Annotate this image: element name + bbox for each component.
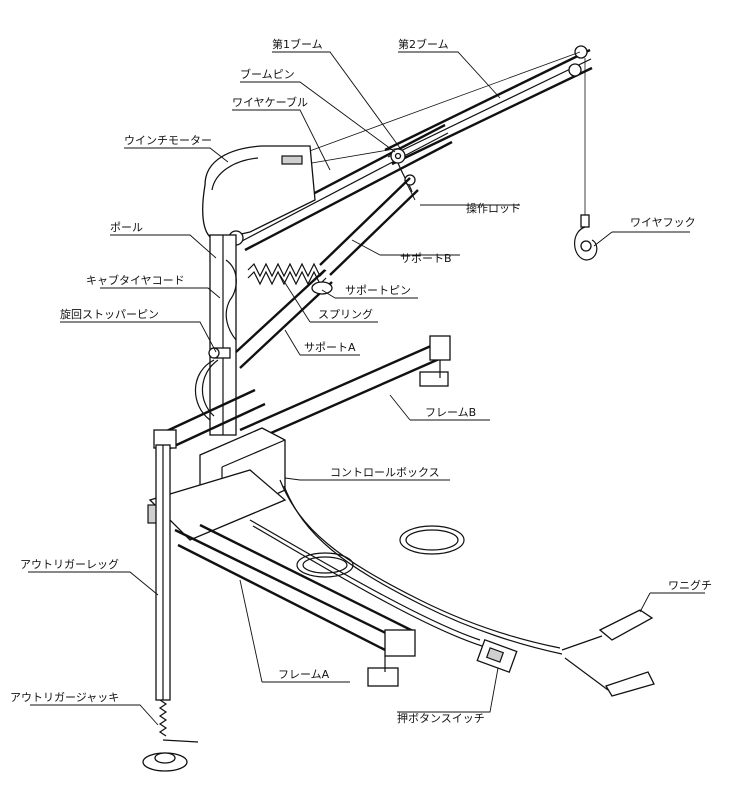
label-spring: スプリング	[318, 307, 373, 321]
label-boom-pin: ブームピン	[240, 67, 295, 81]
label-support-a: サポートA	[304, 341, 356, 354]
label-boom1: 第1ブーム	[272, 37, 323, 51]
label-winch-motor: ウインチモーター	[124, 134, 212, 147]
leader-lines	[28, 51, 705, 726]
frame-b	[239, 335, 451, 446]
label-outrigger-leg: アウトリガーレッグ	[20, 557, 119, 571]
outrigger-jack	[142, 699, 199, 772]
label-wire-hook: ワイヤフック	[630, 216, 696, 229]
support-a	[235, 269, 333, 369]
label-control-box: コントロールボックス	[330, 466, 440, 479]
label-wire-cable: ワイヤケーブル	[232, 95, 308, 109]
label-swivel-stopper-pin: 旋回ストッパーピン	[60, 307, 159, 321]
wire-hook	[574, 58, 598, 261]
label-support-b: サポートB	[400, 252, 452, 265]
label-outrigger-jack: アウトリガージャッキ	[10, 691, 119, 704]
cables	[249, 479, 563, 655]
swivel-stopper-pin	[208, 347, 231, 359]
wire-cable	[284, 51, 581, 166]
outrigger-leg	[155, 444, 171, 701]
crane-drawing	[142, 45, 655, 772]
outrigger-arm	[153, 388, 266, 450]
label-push-button-switch: 押ボタンスイッチ	[397, 711, 485, 725]
push-button-switch	[476, 639, 518, 673]
labels: 第1ブーム 第2ブーム ブームピン ワイヤケーブル ウインチモーター 操作ロッド…	[10, 37, 712, 725]
boom-2	[384, 45, 593, 166]
boom-pin	[390, 148, 406, 164]
label-operation-rod: 操作ロッド	[466, 201, 521, 215]
label-cabtire-cord: キャブタイヤコード	[86, 273, 185, 287]
label-support-pin: サポートピン	[345, 284, 411, 297]
spring	[247, 262, 327, 286]
label-pole: ポール	[110, 221, 143, 234]
support-b	[319, 177, 419, 276]
label-frame-b: フレームB	[425, 406, 476, 419]
winch-motor	[202, 145, 316, 246]
label-frame-a: フレームA	[278, 668, 330, 681]
support-pin	[311, 281, 333, 295]
alligator-clips	[561, 609, 655, 697]
label-boom2: 第2ブーム	[398, 37, 449, 51]
label-alligator-clip: ワニグチ	[668, 578, 712, 592]
frame-a	[174, 523, 416, 687]
